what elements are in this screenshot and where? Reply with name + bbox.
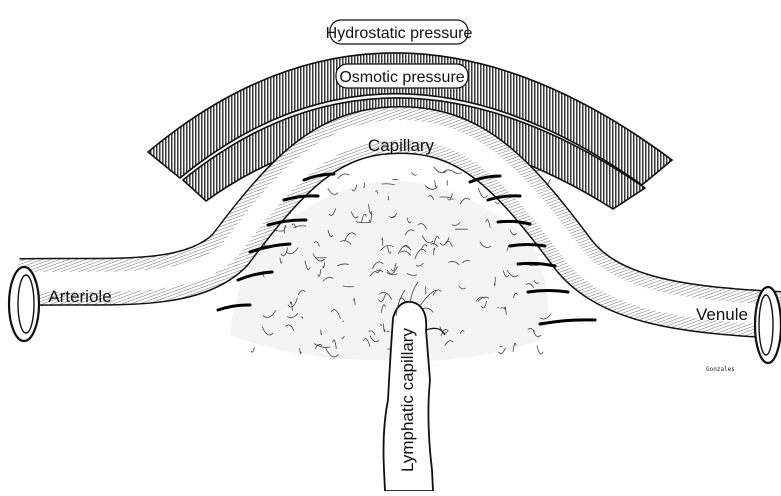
fiber-strand (412, 173, 417, 176)
osmotic-pressure-label: Osmotic pressure (339, 69, 464, 86)
fiber-strand (434, 167, 447, 173)
artist-signature: Gonzales (706, 366, 735, 373)
fluid-flow-mark (528, 291, 568, 293)
venule-opening (755, 287, 781, 363)
capillary-label: Capillary (368, 136, 435, 155)
fluid-flow-mark (540, 320, 595, 324)
fiber-strand (479, 188, 488, 197)
arteriole-opening (9, 267, 39, 341)
fiber-strand (251, 348, 254, 353)
fluid-flow-mark (510, 245, 545, 247)
fiber-strand (495, 202, 499, 204)
fiber-strand (443, 170, 451, 172)
fiber-strand (328, 188, 338, 194)
arteriole-label: Arteriole (48, 287, 111, 306)
osmotic-label-box: Osmotic pressure (336, 64, 468, 88)
venule-label: Venule (696, 305, 748, 324)
fiber-strand (537, 346, 543, 354)
fiber-strand (498, 307, 499, 308)
fiber-strand (364, 183, 365, 188)
hydrostatic-pressure-label: Hydrostatic pressure (326, 25, 473, 42)
hydrostatic-label-box: Hydrostatic pressure (326, 20, 473, 44)
fiber-strand (338, 174, 349, 179)
lymphatic-capillary-label: Lymphatic capillary (398, 328, 417, 472)
fiber-strand (452, 170, 462, 173)
